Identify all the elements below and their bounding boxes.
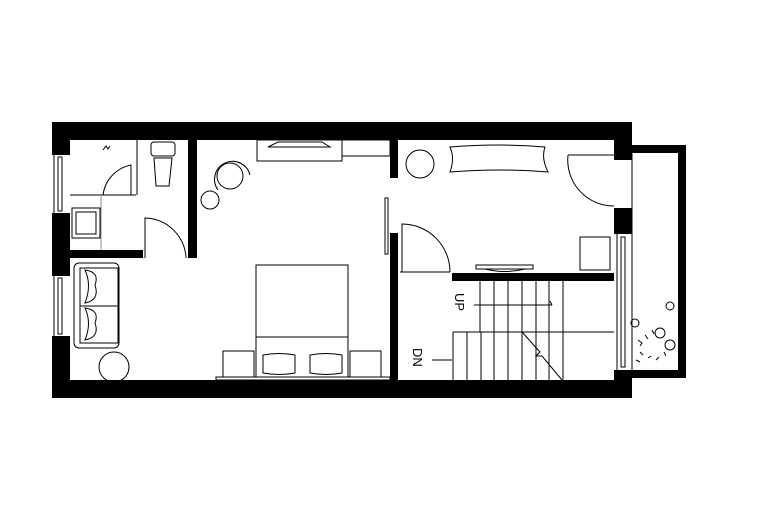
tv-icon bbox=[267, 141, 332, 148]
toilet-icon bbox=[153, 157, 173, 187]
bedroom bbox=[73, 139, 391, 383]
window-living bbox=[52, 276, 70, 336]
tv-console bbox=[256, 139, 343, 162]
sliding-door[interactable] bbox=[384, 197, 389, 255]
bed bbox=[255, 264, 349, 378]
stair-door[interactable] bbox=[401, 223, 451, 273]
armchair bbox=[216, 162, 244, 190]
bathroom-door[interactable] bbox=[144, 217, 187, 259]
balcony bbox=[630, 145, 686, 378]
interior-walls bbox=[70, 140, 614, 380]
nightstand bbox=[222, 350, 255, 378]
window-bathroom bbox=[52, 155, 70, 213]
staircase bbox=[452, 281, 614, 380]
plant-pot bbox=[654, 327, 666, 339]
shower-head-icon bbox=[102, 145, 111, 151]
cabinet bbox=[579, 236, 611, 271]
plant-pot bbox=[664, 339, 676, 351]
balcony-door[interactable] bbox=[567, 154, 615, 207]
study bbox=[400, 144, 615, 273]
bathroom bbox=[70, 140, 187, 259]
shower-door[interactable] bbox=[102, 164, 132, 196]
pillow bbox=[262, 353, 296, 375]
nightstand bbox=[349, 350, 382, 378]
desk bbox=[475, 264, 534, 270]
bench bbox=[449, 144, 549, 173]
stair-up-label: UP bbox=[452, 293, 467, 311]
plant-icon bbox=[635, 329, 667, 363]
stair-break-line bbox=[521, 331, 563, 381]
plant-pot bbox=[630, 318, 640, 328]
window-balcony bbox=[614, 234, 632, 370]
plant-pot bbox=[665, 301, 675, 311]
coffee-table bbox=[98, 351, 130, 383]
side-table bbox=[200, 190, 220, 210]
sink bbox=[71, 207, 101, 239]
round-table bbox=[405, 149, 435, 179]
stair-down-label: DN bbox=[410, 348, 425, 367]
pillow bbox=[309, 353, 343, 375]
toilet-tank bbox=[150, 141, 176, 157]
